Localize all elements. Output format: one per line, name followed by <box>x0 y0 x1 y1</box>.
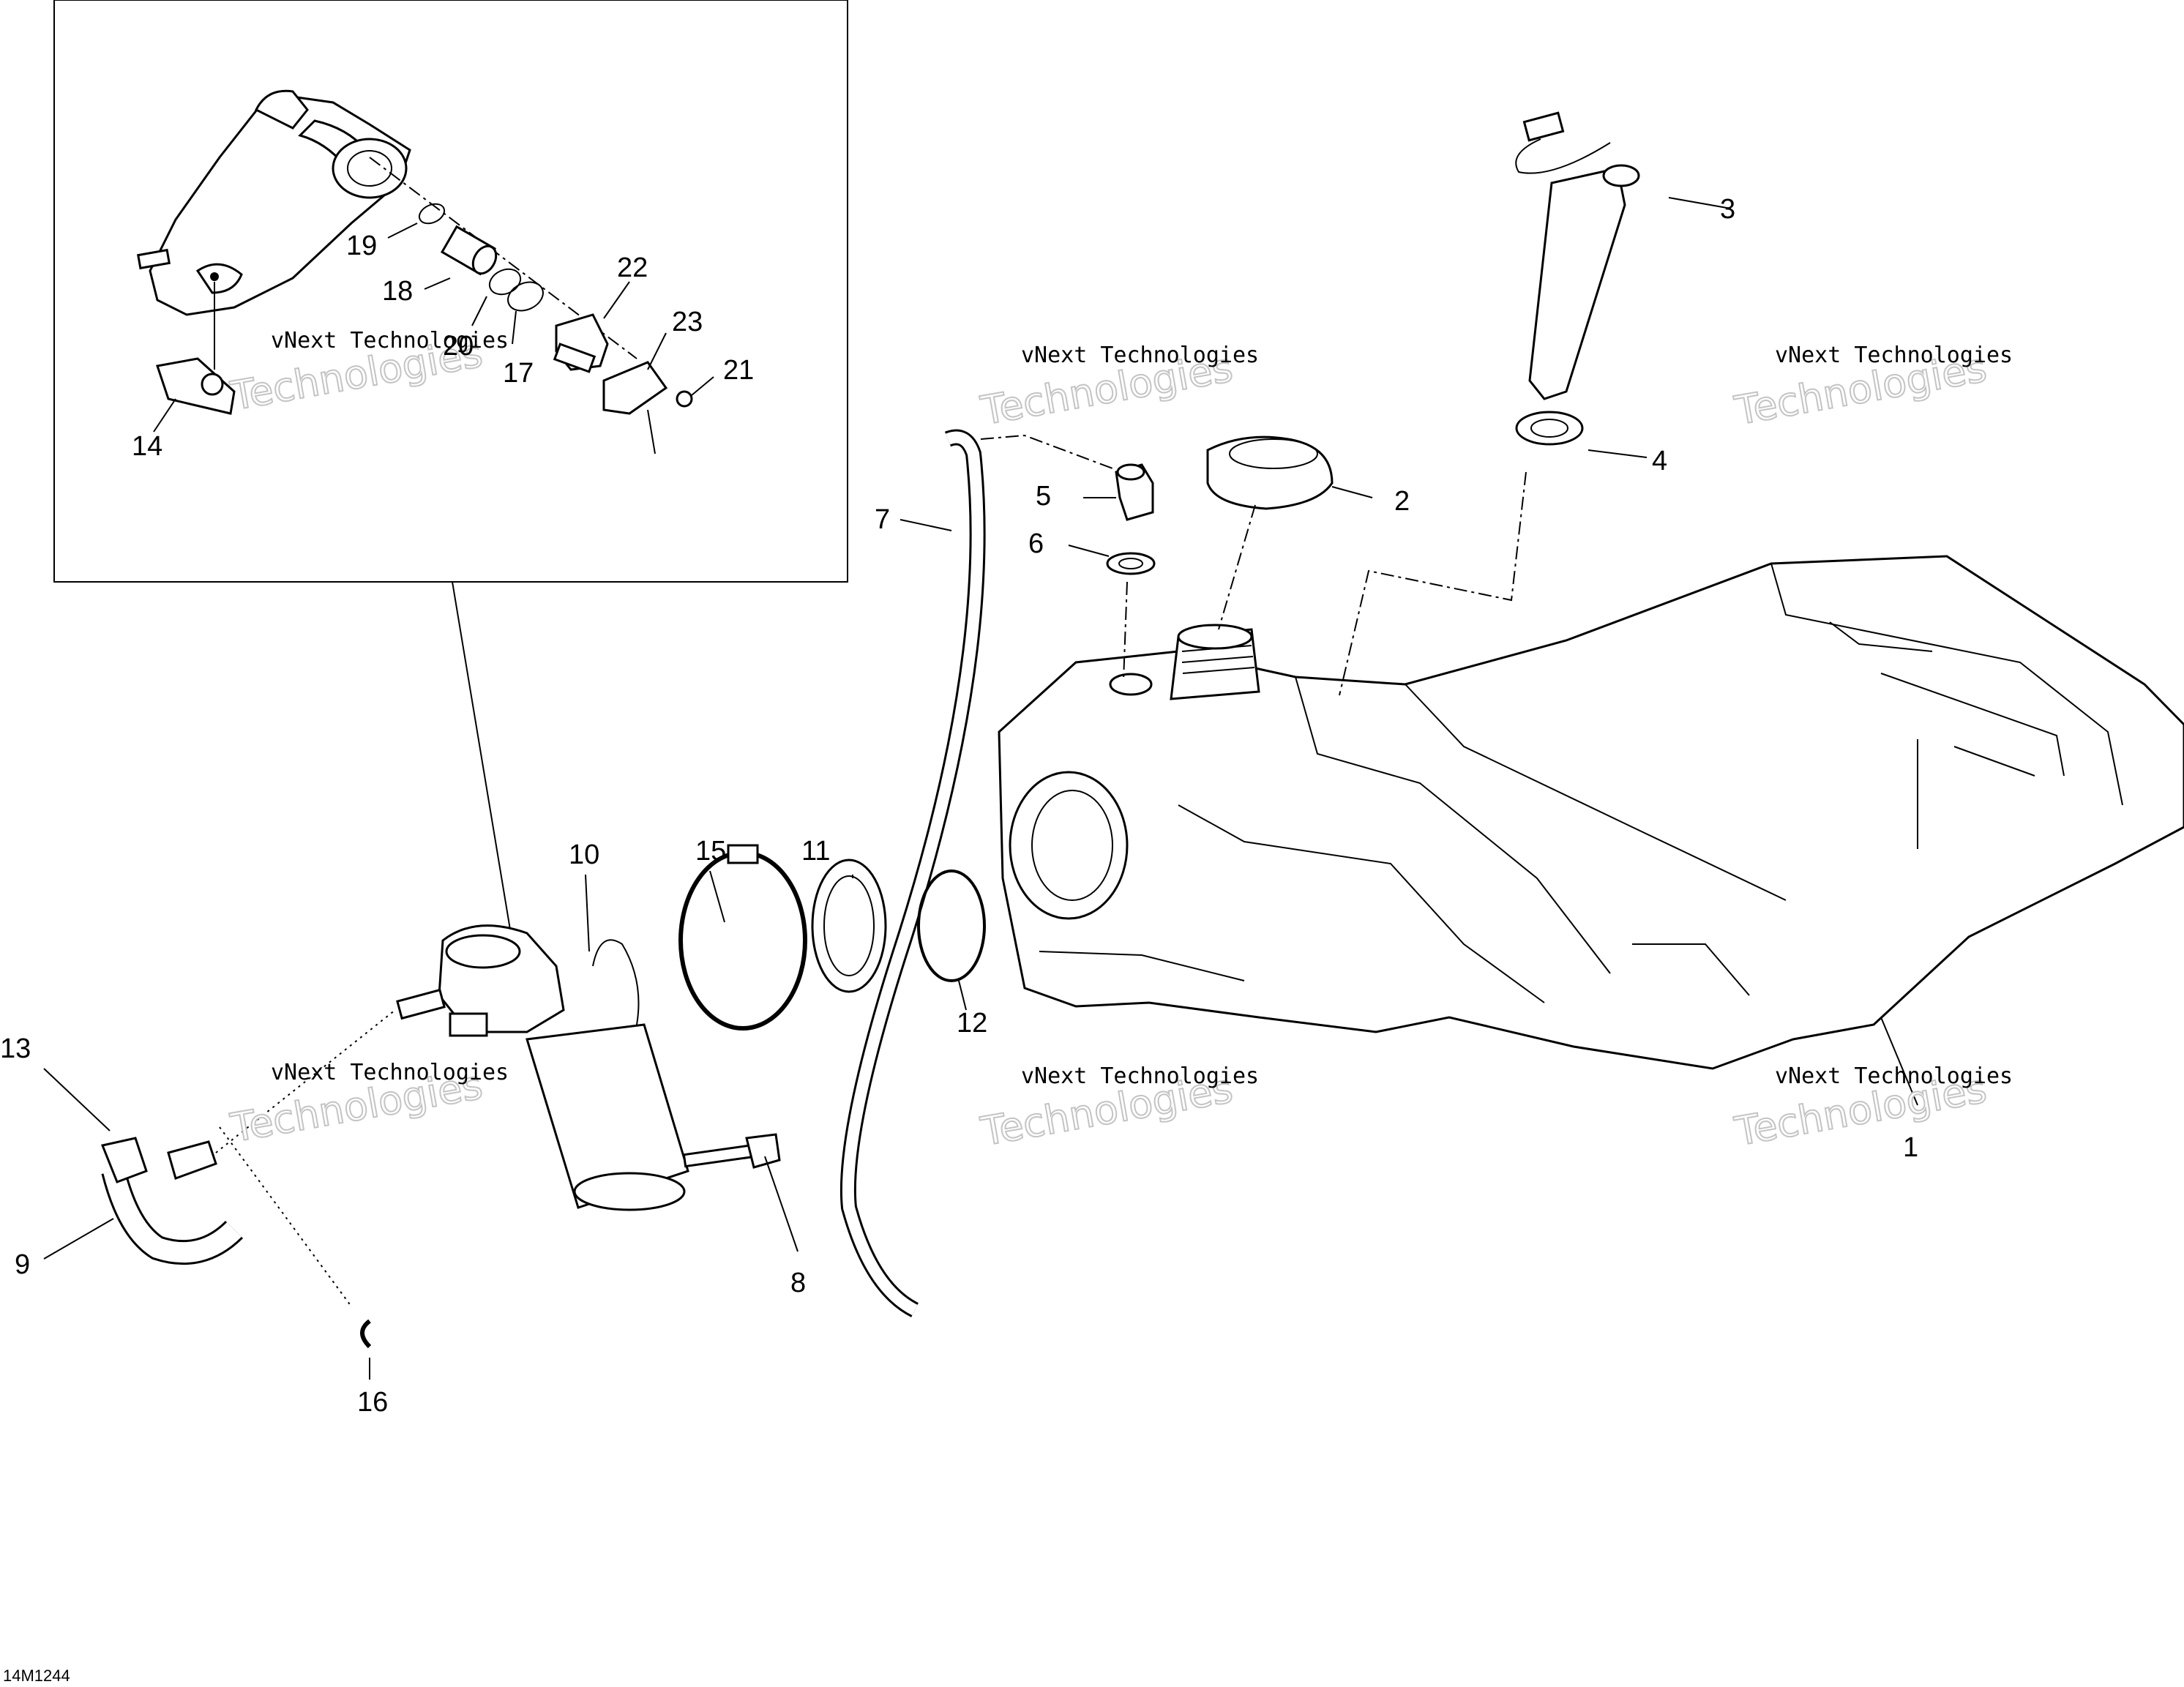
callout-2: 2 <box>1394 486 1410 517</box>
inset-part-19 <box>418 203 446 225</box>
inset-part-14-bolt <box>201 373 224 396</box>
sender-grommet <box>1515 411 1584 446</box>
vent-axis <box>1123 581 1128 681</box>
inset-part-22 <box>553 313 609 373</box>
callout-12: 12 <box>957 1008 987 1039</box>
inset-part-14 <box>156 357 236 415</box>
callout-10: 10 <box>569 839 599 870</box>
callout-14: 14 <box>132 431 162 462</box>
inset-part-17 <box>507 281 544 312</box>
vent-hose-fill <box>842 431 984 1316</box>
callout-22: 22 <box>617 253 648 283</box>
inset-part-23 <box>602 361 668 415</box>
callout-4: 4 <box>1652 446 1667 476</box>
callout-8: 8 <box>790 1268 806 1298</box>
callout-3: 3 <box>1720 194 1735 225</box>
callout-6: 6 <box>1028 528 1044 559</box>
fuel-hose-assembly <box>100 1137 244 1265</box>
callout-13: 13 <box>0 1033 31 1064</box>
callout-9: 9 <box>15 1249 30 1280</box>
inset-pump-module <box>137 89 411 370</box>
pump-bolt <box>682 1133 781 1169</box>
sender-axis <box>1339 471 1527 696</box>
watermark-text: vNext Technologies <box>1775 1063 2013 1089</box>
callout-11: 11 <box>801 836 830 867</box>
diagram-reference-code: 14M1244 <box>3 1667 70 1685</box>
inset-part-21 <box>676 390 693 408</box>
callout-19: 19 <box>346 231 377 261</box>
callout-5: 5 <box>1036 481 1051 512</box>
callout-21: 21 <box>723 355 754 386</box>
fuel-tank <box>998 555 2184 1070</box>
callout-7: 7 <box>875 504 890 535</box>
fuel-cap <box>1206 435 1334 510</box>
vent-grommet <box>1106 552 1156 575</box>
watermark-text: vNext Technologies <box>271 1060 509 1085</box>
inset-part-18 <box>440 225 498 276</box>
tank-o-ring <box>917 869 986 982</box>
watermark-text: vNext Technologies <box>271 328 509 354</box>
callout-17: 17 <box>503 358 534 389</box>
retaining-clip <box>360 1319 372 1349</box>
fuel-level-sender <box>1515 111 1640 400</box>
callout-1: 1 <box>1903 1132 1918 1163</box>
hose-axis-bottom <box>219 1126 352 1307</box>
hose-clamp <box>678 844 807 1030</box>
vent-hose-axis <box>980 434 1113 469</box>
inset-leader <box>452 581 515 952</box>
watermark-text: vNext Technologies <box>1021 1063 1259 1089</box>
watermark-text: vNext Technologies <box>1775 343 2013 368</box>
fuel-pump <box>396 924 689 1211</box>
leader-lines <box>43 197 1918 1380</box>
inset-screw-line <box>647 409 656 455</box>
watermark-text: vNext Technologies <box>1021 343 1259 368</box>
callout-16: 16 <box>357 1387 388 1418</box>
callout-18: 18 <box>382 276 413 307</box>
callout-15: 15 <box>695 836 726 867</box>
cap-axis <box>1218 504 1256 630</box>
callouts: 1 2 3 4 5 6 7 8 9 10 11 12 13 14 15 16 1… <box>0 194 1918 1418</box>
lock-ring <box>811 859 887 993</box>
callout-23: 23 <box>672 307 703 337</box>
inset-frame <box>53 0 848 583</box>
vent-valve <box>1115 463 1154 521</box>
callout-20: 20 <box>443 331 474 362</box>
